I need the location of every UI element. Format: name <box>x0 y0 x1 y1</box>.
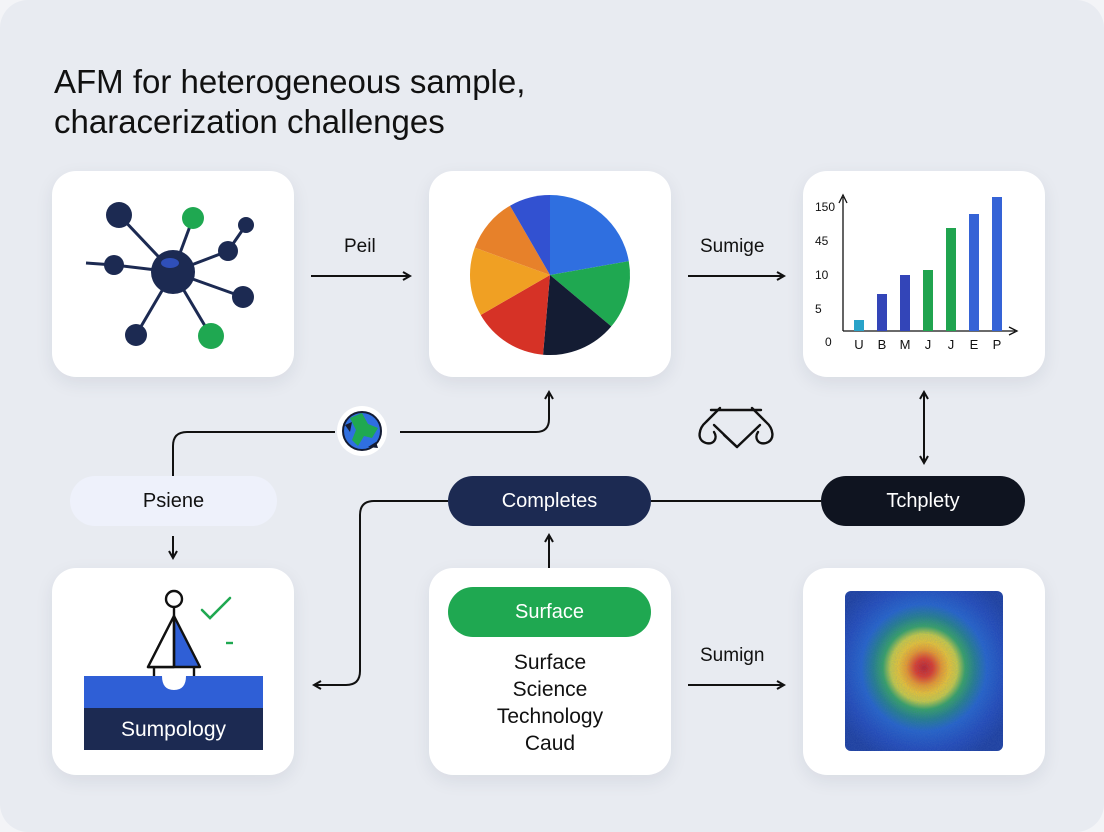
psiene-node: Psiene <box>70 476 277 526</box>
tchplety-node: Tchplety <box>821 476 1025 526</box>
surface-line-1: Surface <box>513 651 587 674</box>
x-tick-label: J <box>948 337 955 352</box>
pie-slice <box>550 261 630 327</box>
pie-slice <box>510 195 550 275</box>
diagram-title: AFM for heterogeneous sample, characeriz… <box>54 62 754 142</box>
title-line-1: AFM for heterogeneous sample, <box>54 63 526 100</box>
surface-line-2: Science <box>512 678 588 701</box>
surface-line-3: Technology <box>496 705 604 728</box>
bar <box>854 320 864 331</box>
connector-psiene-to-globe <box>172 431 335 476</box>
arrow-completes-to-afm <box>314 500 448 685</box>
y-tick-label: 0 <box>825 335 832 349</box>
x-tick-label: E <box>970 337 979 352</box>
surface-header: Surface <box>448 587 651 637</box>
title-line-2: characerization challenges <box>54 103 445 140</box>
x-tick-label: P <box>993 337 1002 352</box>
check-icon <box>200 596 232 620</box>
bar <box>877 294 887 331</box>
network-graph-icon <box>85 202 254 349</box>
afm-probe-icon <box>84 589 263 750</box>
bar <box>923 270 933 331</box>
pie-slice <box>474 205 550 275</box>
heatmap-card <box>803 568 1045 775</box>
edge-label-sumige: Sumige <box>700 236 765 257</box>
globe-icon <box>337 406 387 456</box>
bar <box>900 275 910 331</box>
y-tick-label: 150 <box>815 200 835 214</box>
sumpology-label: Sumpology <box>120 718 227 741</box>
bar <box>992 197 1002 331</box>
pie-slice <box>470 247 550 315</box>
edge-label-sumign: Sumign <box>700 645 765 666</box>
x-tick-label: U <box>854 337 863 352</box>
x-tick-label: J <box>925 337 932 352</box>
surface-text: Surface Science Technology Caud <box>429 649 671 757</box>
pie-card <box>429 171 671 377</box>
y-tick-label: 5 <box>815 302 822 316</box>
bar <box>946 228 956 331</box>
y-tick-label: 10 <box>815 268 829 282</box>
completes-node: Completes <box>448 476 651 526</box>
surface-line-4: Caud <box>524 732 576 755</box>
bar-series <box>854 197 1002 331</box>
y-tick-label: 45 <box>815 234 829 248</box>
x-tick-label: B <box>878 337 887 352</box>
pie-chart <box>470 195 630 355</box>
pie-slice <box>543 275 612 355</box>
network-card <box>52 171 294 377</box>
pie-slice <box>550 195 629 275</box>
bar <box>969 214 979 331</box>
pie-slice <box>480 275 550 355</box>
knot-icon <box>698 406 774 449</box>
x-tick-label: M <box>900 337 911 352</box>
afm-card <box>52 568 294 775</box>
afm-heatmap-image <box>845 591 1003 751</box>
edge-label-peil: Peil <box>344 236 376 257</box>
y-tick-labels: 150 45 10 5 0 <box>815 200 835 349</box>
arrow-globe-to-pie <box>400 392 549 433</box>
